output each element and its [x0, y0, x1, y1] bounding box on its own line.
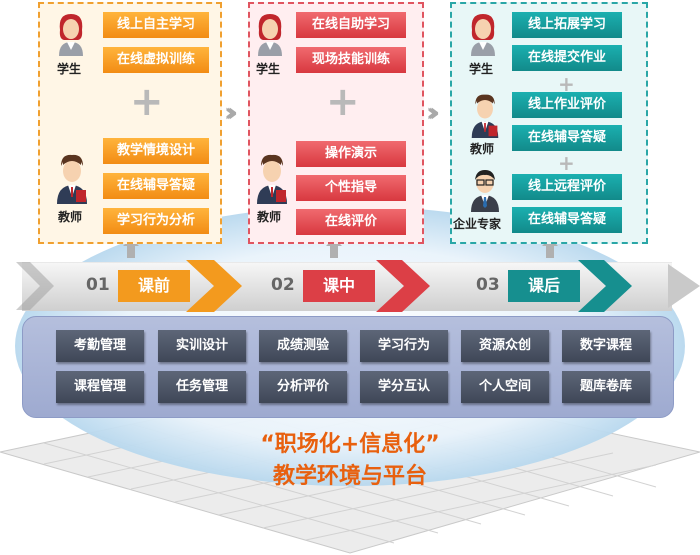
- teacher-label: 教师: [257, 210, 282, 224]
- before-student-item-2: 在线虚拟训练: [103, 47, 209, 73]
- after-expert-item-2: 在线辅导答疑: [512, 207, 622, 233]
- platform-tile: 课程管理: [56, 371, 144, 403]
- stage-number-3: 03: [476, 275, 500, 295]
- before-teacher-item-1: 教学情境设计: [103, 138, 209, 164]
- slogan-line-1: “职场化+信息化”: [260, 432, 440, 457]
- teacher-label: 教师: [58, 210, 83, 224]
- during-student-item-2: 现场技能训练: [296, 47, 406, 73]
- student-avatar-icon: [59, 14, 83, 56]
- plus-icon: +: [558, 72, 575, 96]
- platform-tile: 分析评价: [259, 371, 347, 403]
- plus-icon: +: [558, 151, 575, 175]
- platform-tile: 题库卷库: [562, 371, 650, 403]
- during-teacher-item-1: 操作演示: [296, 141, 406, 167]
- teacher-avatar-icon: [471, 94, 499, 138]
- stage-number-2: 02: [271, 275, 295, 295]
- expert-label: 企业专家: [453, 217, 502, 231]
- platform-tile: 考勤管理: [56, 330, 144, 362]
- platform-tile: 学分互认: [360, 371, 448, 403]
- plus-icon: +: [130, 79, 164, 125]
- during-teacher-item-2: 个性指导: [296, 175, 406, 201]
- stage-during: 课中: [303, 270, 375, 302]
- expert-avatar-icon: [471, 170, 499, 212]
- teacher-avatar-icon: [57, 154, 87, 204]
- during-teacher-item-3: 在线评价: [296, 209, 406, 235]
- platform-tile: 资源众创: [461, 330, 549, 362]
- plus-icon: +: [326, 79, 360, 125]
- after-teacher-item-2: 在线辅导答疑: [512, 125, 622, 151]
- chevron-arrow-icon: ›››: [224, 98, 238, 128]
- platform-tile: 成绩测验: [259, 330, 347, 362]
- during-student-item-1: 在线自助学习: [296, 12, 406, 38]
- after-expert-item-1: 线上远程评价: [512, 174, 622, 200]
- before-teacher-item-3: 学习行为分析: [103, 208, 209, 234]
- student-label: 学生: [469, 62, 494, 76]
- student-avatar-icon: [258, 14, 282, 56]
- student-avatar-icon: [471, 14, 495, 56]
- after-student-item-1: 线上拓展学习: [512, 12, 622, 38]
- platform-tile: 任务管理: [158, 371, 246, 403]
- platform-tile: 个人空间: [461, 371, 549, 403]
- teacher-avatar-icon: [257, 154, 287, 204]
- stage-number-1: 01: [86, 275, 110, 295]
- chevron-arrow-icon: ›››: [426, 98, 440, 128]
- slogan-line-2: 教学环境与平台: [272, 464, 427, 489]
- before-teacher-item-2: 在线辅导答疑: [103, 173, 209, 199]
- teacher-label: 教师: [470, 142, 495, 156]
- platform-tile: 数字课程: [562, 330, 650, 362]
- after-teacher-item-1: 线上作业评价: [512, 92, 622, 118]
- stage-band-arrow: [16, 260, 700, 312]
- student-label: 学生: [57, 62, 82, 76]
- after-student-item-2: 在线提交作业: [512, 45, 622, 71]
- stage-after: 课后: [508, 270, 580, 302]
- stage-before: 课前: [118, 270, 190, 302]
- platform-tile: 学习行为: [360, 330, 448, 362]
- student-label: 学生: [256, 62, 281, 76]
- before-student-item-1: 线上自主学习: [103, 12, 209, 38]
- platform-tile: 实训设计: [158, 330, 246, 362]
